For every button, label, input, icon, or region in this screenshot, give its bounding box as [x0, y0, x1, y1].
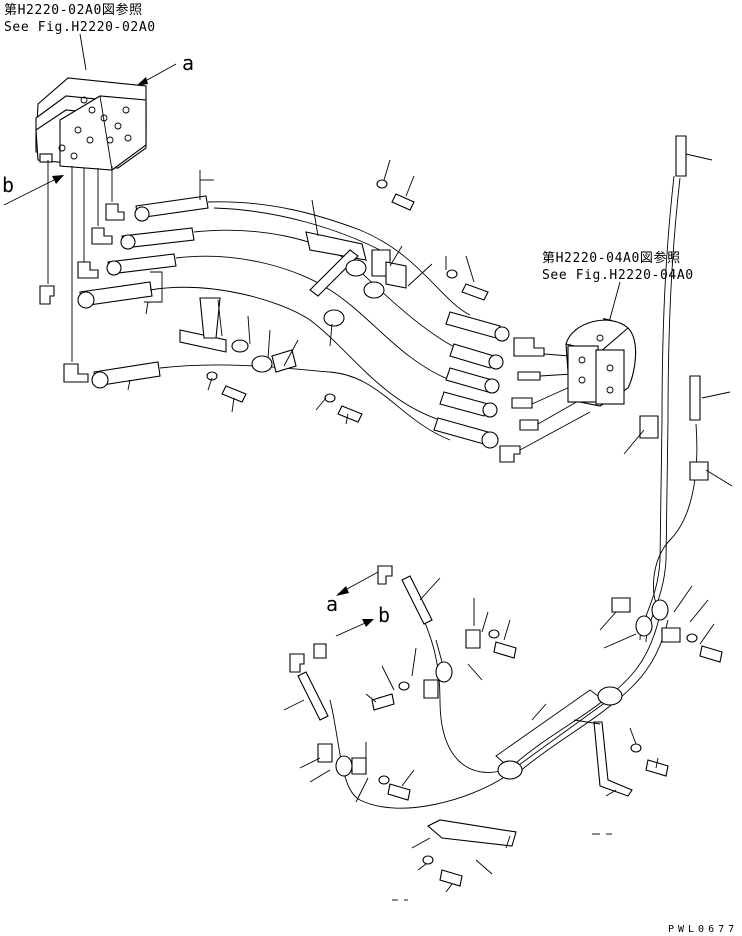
- pipe-right: [639, 175, 698, 643]
- clamp-icon: [639, 415, 709, 481]
- clamp-icon: [317, 597, 681, 780]
- ref-top-left-en: See Fig.H2220-02A0: [4, 20, 156, 35]
- view-arrow-b-top: [3, 177, 59, 206]
- view-marker-b-bottom: b: [378, 603, 390, 627]
- drawing-code: PWL0677: [668, 924, 738, 935]
- ref-right-en: See Fig.H2220-04A0: [542, 268, 694, 283]
- view-arrowhead-a-bottom: [336, 586, 349, 596]
- ref-top-left-jp: 第H2220-02A0図参照: [4, 2, 143, 18]
- view-arrowhead-a-top: [136, 77, 148, 86]
- leader-lines: [127, 153, 733, 901]
- bolt-icon: [371, 641, 723, 887]
- view-marker-b-top: b: [2, 173, 14, 197]
- bracket-icon: [179, 231, 367, 353]
- hose-icon: [297, 575, 433, 721]
- hose-lines-upper: [149, 201, 471, 441]
- control-valve-icon: [35, 77, 147, 171]
- hose-icon: [77, 195, 209, 389]
- view-arrowhead-b-top: [52, 175, 64, 184]
- ref-right-leader: [607, 281, 621, 327]
- washer-icon: [378, 629, 698, 865]
- washer-icon: [206, 179, 458, 403]
- view-marker-a-top: a: [182, 51, 194, 75]
- ref-right-jp: 第H2220-04A0図参照: [542, 250, 681, 266]
- hose-end-fittings-right: [433, 311, 510, 449]
- clamp-icon: [231, 249, 407, 373]
- valve-pipes: [47, 160, 113, 362]
- adapter-fittings: [499, 337, 545, 463]
- ref-top-left-leader: [79, 33, 87, 71]
- adapter-lines: [519, 353, 591, 451]
- view-marker-a-bottom: a: [326, 592, 338, 616]
- view-arrowhead-b-bottom: [362, 619, 374, 627]
- elbow-fitting-icon: [289, 565, 393, 673]
- bracket-icon: [427, 721, 633, 847]
- swivel-joint-icon: [565, 319, 637, 407]
- bolt-icon: [221, 135, 701, 423]
- elbow-fitting-icon: [39, 203, 125, 383]
